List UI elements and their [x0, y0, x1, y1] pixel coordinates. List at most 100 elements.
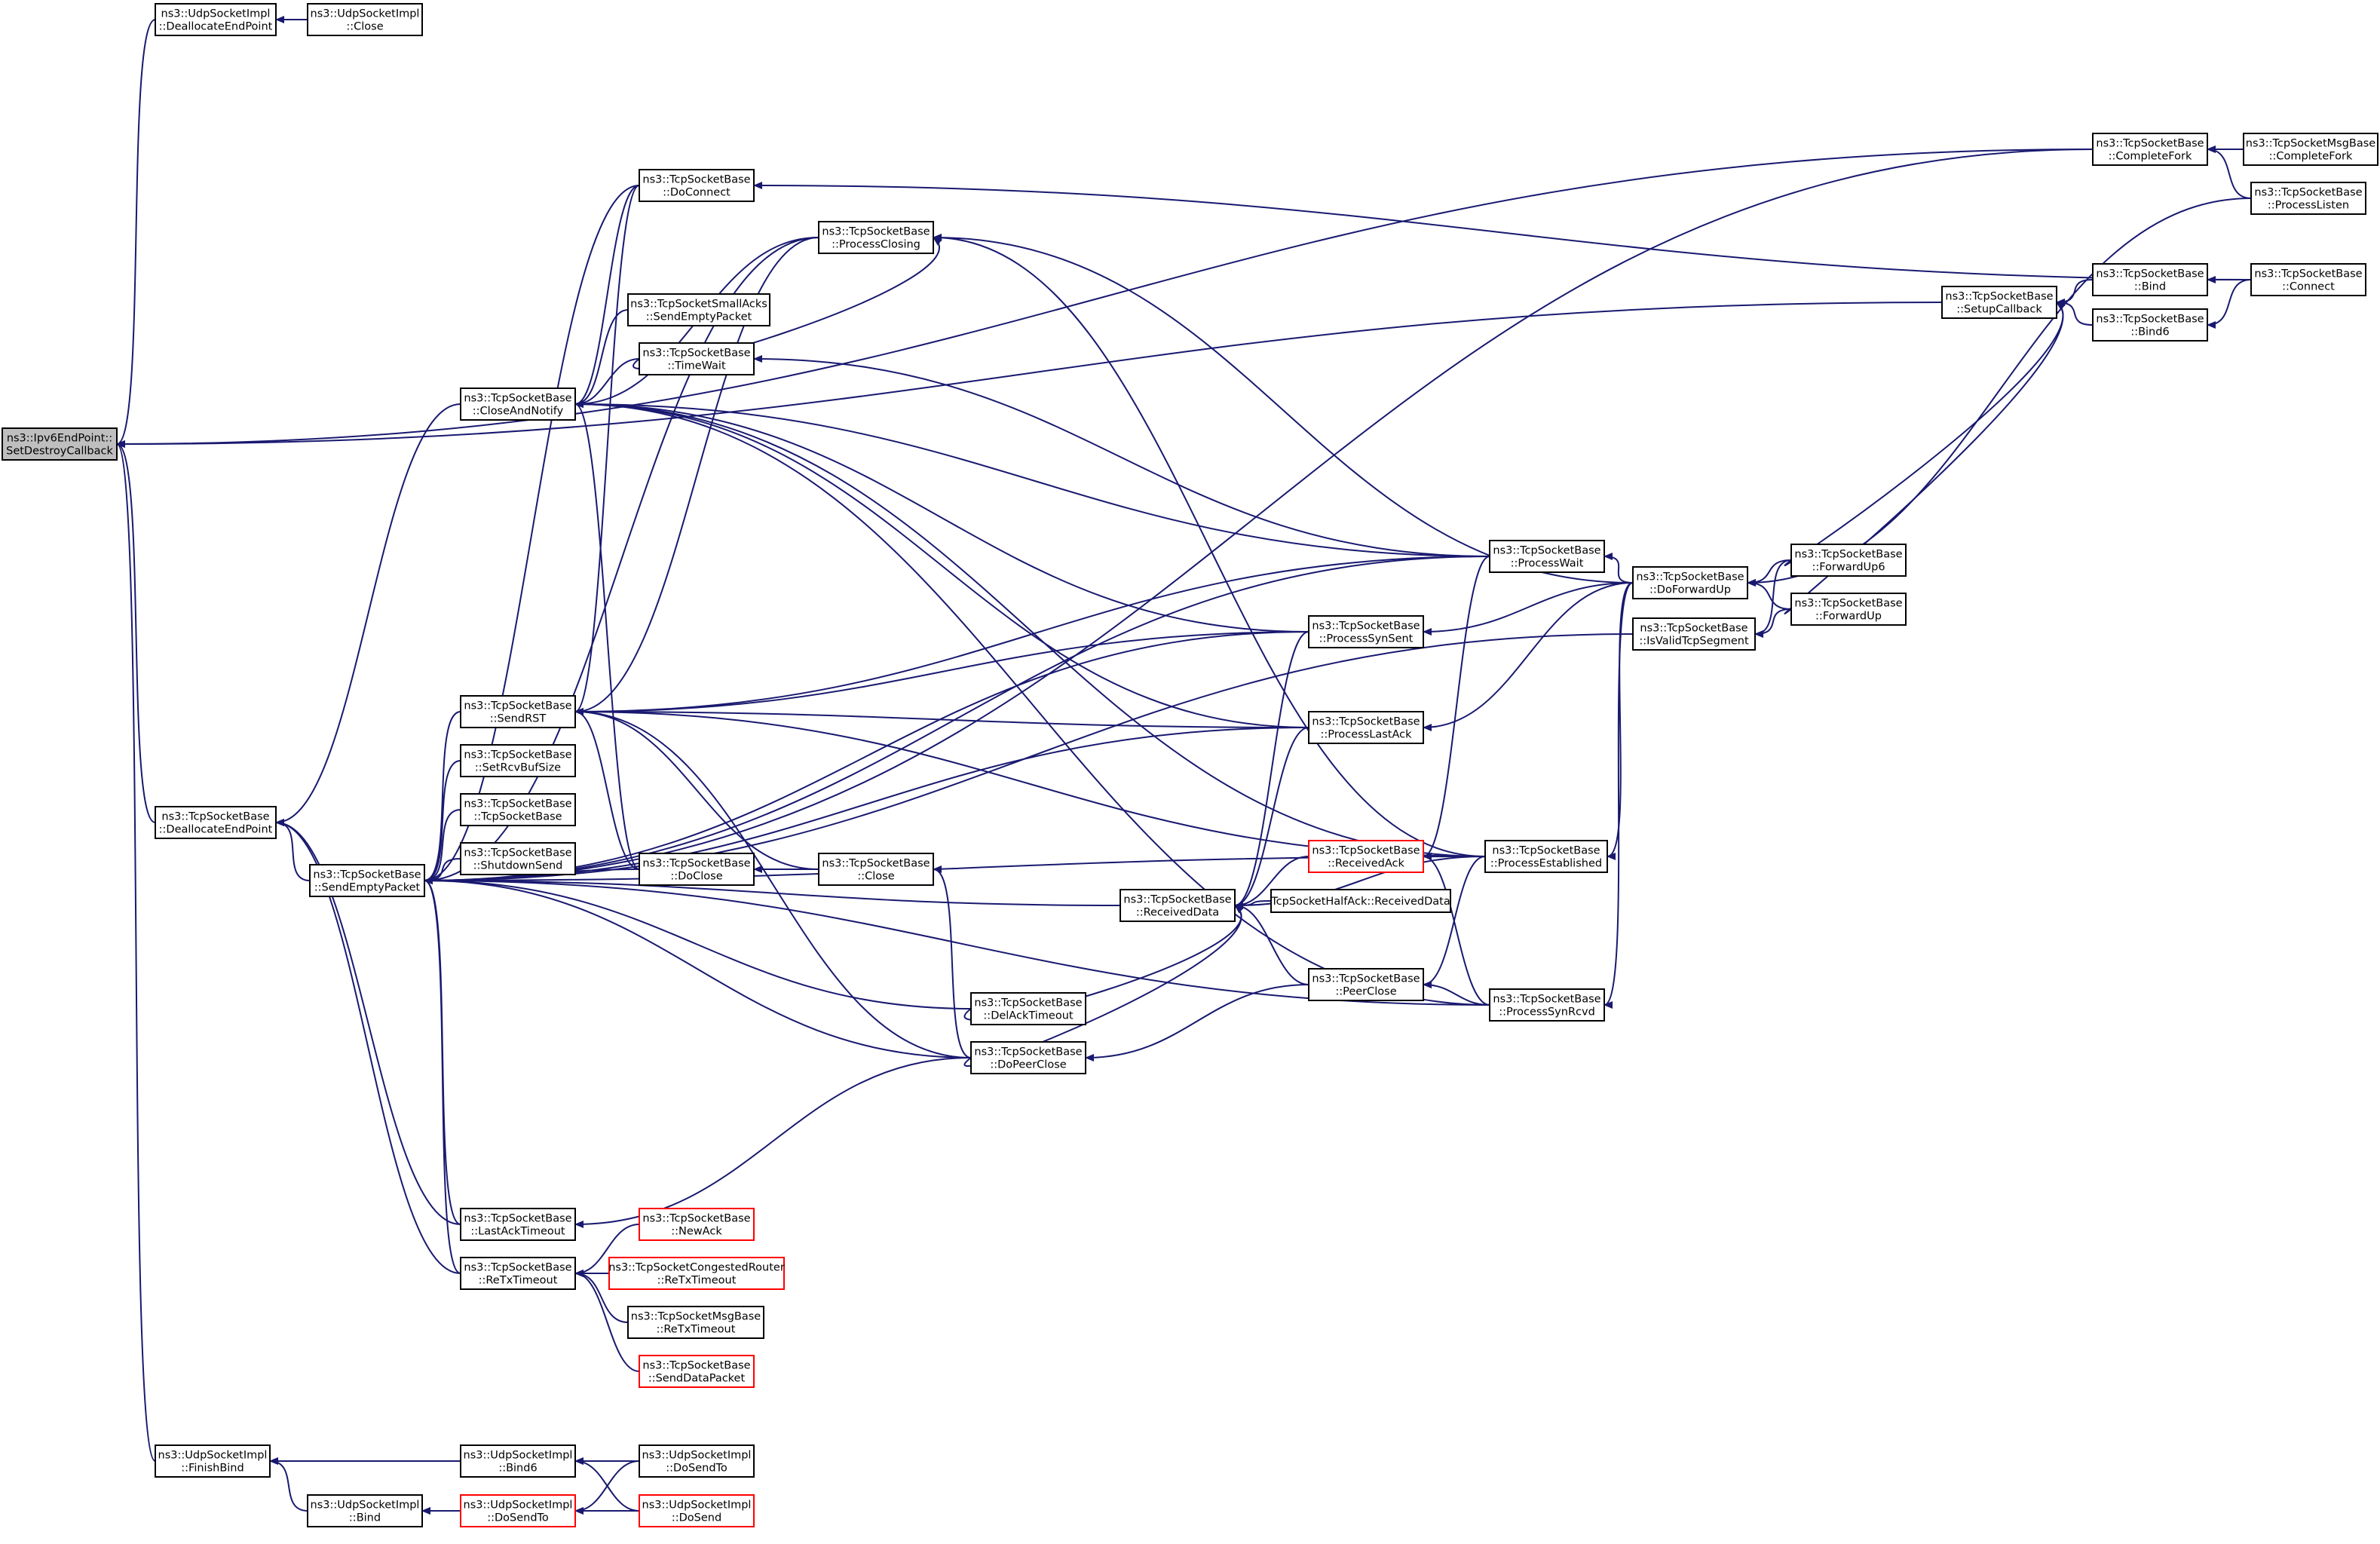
call-edge-doforwardup-to-processlastack	[1423, 582, 1634, 731]
node-smallacks[interactable]: ns3::TcpSocketSmallAcks::SendEmptyPacket	[627, 293, 770, 326]
node-timewait[interactable]: ns3::TcpSocketBase::TimeWait	[639, 342, 755, 375]
node-box	[639, 1355, 755, 1388]
node-msgcompletefork[interactable]: ns3::TcpSocketMsgBase::CompleteFork	[2243, 133, 2378, 166]
node-halfack[interactable]: TcpSocketHalfAck::ReceivedData	[1270, 889, 1451, 913]
node-udp-dosendto-r[interactable]: ns3::UdpSocketImpl::DoSendTo	[460, 1494, 576, 1527]
node-tcpbind[interactable]: ns3::TcpSocketBase::Bind	[2092, 263, 2208, 296]
node-box	[818, 221, 934, 254]
node-tcp-dealloc[interactable]: ns3::TcpSocketBase::DeallocateEndPoint	[155, 806, 277, 839]
node-tcpclose[interactable]: ns3::TcpSocketBase::Close	[818, 853, 934, 886]
node-label-line: ns3::TcpSocketBase	[642, 858, 750, 870]
call-edge-processlisten-to-doforwardup	[1747, 198, 2252, 587]
node-label-line: ::CompleteFork	[2109, 151, 2192, 163]
call-edge-setrcvbuf-to-sendempty	[424, 760, 461, 884]
node-label-line: ::ProcessClosing	[832, 239, 920, 251]
node-doclose[interactable]: ns3::TcpSocketBase::DoClose	[639, 853, 755, 886]
node-completefork[interactable]: ns3::TcpSocketBase::CompleteFork	[2092, 133, 2208, 166]
node-delacktimeout[interactable]: ns3::TcpSocketBase::DelAckTimeout	[970, 992, 1086, 1025]
node-label-line: ::ReceivedData	[1136, 907, 1219, 919]
node-label-line: ns3::TcpSocketBase	[1640, 623, 1747, 635]
node-doforwardup[interactable]: ns3::TcpSocketBase::DoForwardUp	[1632, 566, 1748, 599]
node-processestablished[interactable]: ns3::TcpSocketBase::ProcessEstablished	[1484, 840, 1608, 873]
node-box	[2, 427, 118, 461]
node-box	[307, 1494, 423, 1527]
node-retxtimeout[interactable]: ns3::TcpSocketBase::ReTxTimeout	[460, 1257, 576, 1290]
node-shutdownsend[interactable]: ns3::TcpSocketBase::ShutdownSend	[460, 842, 576, 875]
node-udp-dealloc[interactable]: ns3::UdpSocketImpl::DeallocateEndPoint	[155, 3, 277, 36]
node-label-line: ns3::Ipv6EndPoint::	[7, 433, 112, 445]
node-peerclose[interactable]: ns3::TcpSocketBase::PeerClose	[1308, 968, 1424, 1001]
node-root[interactable]: ns3::Ipv6EndPoint::SetDestroyCallback	[2, 427, 118, 461]
node-forwardup6[interactable]: ns3::TcpSocketBase::ForwardUp6	[1790, 544, 1907, 577]
call-edge-processsynsent-to-sendrst	[574, 631, 1309, 715]
node-closeandnotify[interactable]: ns3::TcpSocketBase::CloseAndNotify	[460, 388, 576, 421]
node-label-line: ns3::TcpSocketMsgBase	[2246, 138, 2376, 150]
call-edge-connect-to-doconnect	[753, 182, 2252, 280]
node-senddata[interactable]: ns3::TcpSocketBase::SendDataPacket	[639, 1355, 755, 1388]
node-box	[460, 1208, 576, 1241]
node-sendrst[interactable]: ns3::TcpSocketBase::SendRST	[460, 695, 576, 728]
node-newack[interactable]: ns3::TcpSocketBase::NewAck	[639, 1208, 755, 1241]
node-tcpctor[interactable]: ns3::TcpSocketBase::TcpSocketBase	[460, 793, 576, 826]
node-tcpbind6[interactable]: ns3::TcpSocketBase::Bind6	[2092, 308, 2208, 342]
node-box	[155, 1444, 271, 1478]
node-dopeerclose[interactable]: ns3::TcpSocketBase::DoPeerClose	[970, 1041, 1086, 1074]
call-edge-msgretx-to-retxtimeout	[574, 1270, 629, 1323]
node-congretx[interactable]: ns3::TcpSocketCongestedRouter::ReTxTimeo…	[608, 1257, 785, 1290]
node-label-line: ns3::TcpSocketBase	[974, 1046, 1082, 1058]
node-box	[818, 853, 934, 886]
node-box	[307, 3, 423, 36]
node-label-line: ::PeerClose	[1335, 986, 1396, 998]
node-processlastack[interactable]: ns3::TcpSocketBase::ProcessLastAck	[1308, 711, 1424, 744]
node-label-line: ns3::TcpSocketBase	[464, 1213, 571, 1225]
node-box	[460, 744, 576, 777]
node-udp-bind6[interactable]: ns3::UdpSocketImpl::Bind6	[460, 1444, 576, 1478]
call-edge-udp_bind-to-udp_finishbind	[269, 1457, 308, 1512]
node-label-line: ns3::TcpSocketBase	[1636, 571, 1744, 584]
node-processsynsent[interactable]: ns3::TcpSocketBase::ProcessSynSent	[1308, 615, 1424, 648]
node-forwardup[interactable]: ns3::TcpSocketBase::ForwardUp	[1790, 593, 1907, 626]
node-doconnect[interactable]: ns3::TcpSocketBase::DoConnect	[639, 169, 755, 202]
node-lastacktimeout[interactable]: ns3::TcpSocketBase::LastAckTimeout	[460, 1208, 576, 1241]
call-edge-lastacktimeout-to-tcp_dealloc	[275, 819, 461, 1225]
node-label-line: ::ProcessSynSent	[1319, 633, 1414, 645]
node-udp-bind[interactable]: ns3::UdpSocketImpl::Bind	[307, 1494, 423, 1527]
node-setupcallback[interactable]: ns3::TcpSocketBase::SetupCallback	[1941, 286, 2057, 319]
node-label-line: ::DeallocateEndPoint	[159, 21, 273, 33]
node-msgretx[interactable]: ns3::TcpSocketMsgBase::ReTxTimeout	[627, 1306, 764, 1339]
node-receivedack[interactable]: ns3::TcpSocketBase::ReceivedAck	[1308, 840, 1424, 873]
node-setrcvbuf[interactable]: ns3::TcpSocketBase::SetRcvBufSize	[460, 744, 576, 777]
call-edge-processsynsent-to-closeandnotify	[574, 400, 1309, 633]
node-isvalidtcp[interactable]: ns3::TcpSocketBase::IsValidTcpSegment	[1632, 617, 1756, 651]
call-edge-processlastack-to-sendrst	[574, 708, 1309, 728]
call-edge-sendrst-to-sendempty	[424, 711, 461, 884]
node-processclosing[interactable]: ns3::TcpSocketBase::ProcessClosing	[818, 221, 934, 254]
node-box	[1484, 840, 1608, 873]
node-sendempty[interactable]: ns3::TcpSocketBase::SendEmptyPacket	[309, 864, 425, 897]
node-udp-close[interactable]: ns3::UdpSocketImpl::Close	[307, 3, 423, 36]
node-box	[460, 1494, 576, 1527]
node-label-line: ns3::TcpSocketBase	[1312, 716, 1420, 728]
node-box	[1308, 711, 1424, 744]
node-receiveddata[interactable]: ns3::TcpSocketBase::ReceivedData	[1120, 889, 1236, 922]
call-edge-doforwardup-to-processsynrcvd	[1604, 582, 1634, 1009]
node-label-line: ns3::TcpSocketCongestedRouter	[608, 1262, 785, 1274]
node-processsynrcvd[interactable]: ns3::TcpSocketBase::ProcessSynRcvd	[1489, 988, 1605, 1022]
node-label-line: ns3::UdpSocketImpl	[311, 1500, 420, 1512]
call-edge-timewait-to-closeandnotify	[574, 358, 640, 408]
node-udp-finishbind[interactable]: ns3::UdpSocketImpl::FinishBind	[155, 1444, 271, 1478]
node-box	[2250, 182, 2366, 215]
node-label-line: ::DoSendTo	[487, 1512, 549, 1524]
node-connect[interactable]: ns3::TcpSocketBase::Connect	[2250, 263, 2366, 296]
call-edge-processsynrcvd-to-closeandnotify	[574, 400, 1490, 1006]
node-label-line: ::TimeWait	[667, 360, 726, 372]
node-label-line: ns3::TcpSocketBase	[2096, 138, 2204, 150]
node-processlisten[interactable]: ns3::TcpSocketBase::ProcessListen	[2250, 182, 2366, 215]
node-label-line: ::ProcessWait	[1511, 558, 1584, 570]
node-processwait[interactable]: ns3::TcpSocketBase::ProcessWait	[1489, 540, 1605, 573]
node-box	[1489, 540, 1605, 573]
call-edge-smallacks-to-closeandnotify	[574, 309, 629, 408]
node-udp-dosendto[interactable]: ns3::UdpSocketImpl::DoSendTo	[639, 1444, 755, 1478]
node-label-line: ::ProcessListen	[2268, 200, 2349, 212]
node-udp-dosend[interactable]: ns3::UdpSocketImpl::DoSend	[639, 1494, 755, 1527]
